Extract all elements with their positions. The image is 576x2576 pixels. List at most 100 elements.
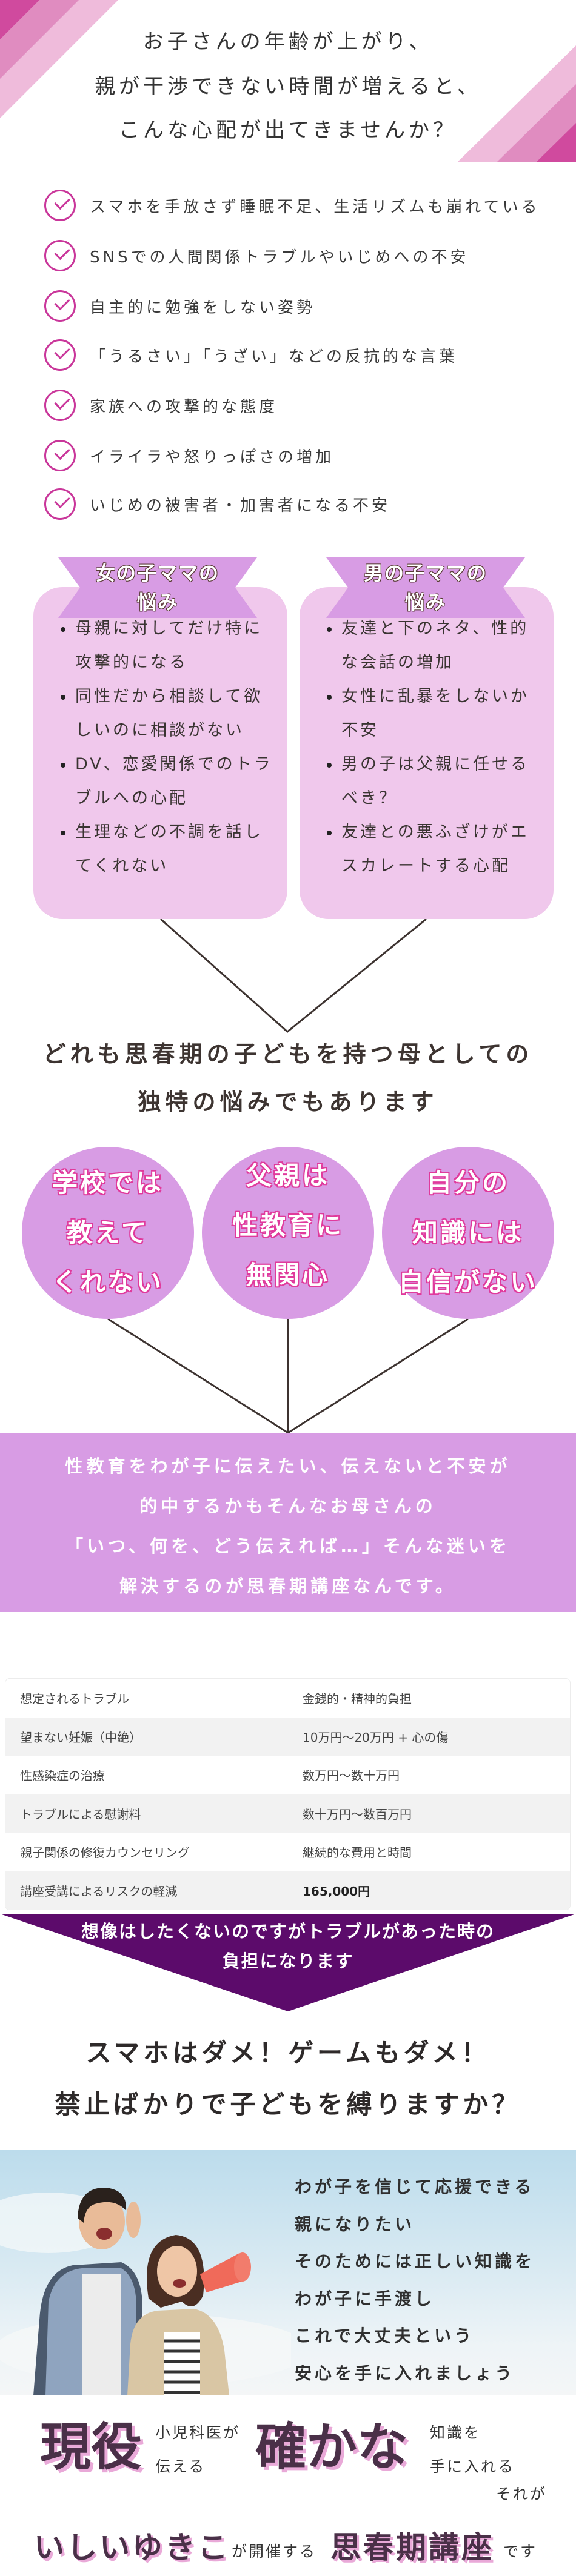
reason-bubble-school: 学校では 教えて くれない: [22, 1147, 194, 1319]
photo-line: わが子に手渡し: [295, 2288, 435, 2309]
boys-mom-ribbon: 男の子ママの 悩み: [326, 557, 525, 618]
solution-band: 性教育をわが子に伝えたい、伝えないと不安が 的中するかもそんなお母さんの 「いつ…: [0, 1433, 576, 1612]
checklist-item: 自主的に勉強をしない姿勢: [44, 290, 315, 322]
triangle-line: 負担になります: [222, 1951, 354, 1971]
reason-bubble-knowledge: 自分の 知識には 自信がない: [382, 1147, 554, 1319]
checklist-text: いじめの被害者・加害者になる不安: [90, 496, 391, 515]
table-row: 想定されるトラブル 金銭的・精神的負担: [5, 1679, 570, 1718]
bubble-text: 性教育に: [232, 1210, 344, 1240]
band-line: 的中するかもそんなお母さんの: [139, 1496, 437, 1516]
intro-line: こんな心配が出てきませんか？: [119, 118, 457, 142]
checklist-item: イライラや怒りっぽさの増加: [44, 440, 334, 471]
bubble-text: 無関心: [246, 1260, 330, 1290]
trouble-cell: 講座受講によるリスクの軽減: [20, 1884, 178, 1899]
worry-item: 女性に乱暴をしないか不安: [327, 680, 541, 748]
worry-item: 同性だから相談して欲しいのに相談がない: [61, 680, 275, 748]
checklist-item: 家族への攻撃的な態度: [44, 390, 278, 421]
cost-cell: 金銭的・精神的負担: [303, 1691, 412, 1707]
check-circle-icon: [44, 440, 76, 471]
trouble-cell: 想定されるトラブル: [20, 1691, 129, 1707]
worry-item: 友達との悪ふざけがエスカレートする心配: [327, 815, 541, 883]
hero-photo: わが子を信じて応援できる 親になりたい そのためには正しい知識を わが子に手渡し…: [0, 2150, 576, 2395]
tree-line-right: [287, 1318, 469, 1434]
photo-line: これで大丈夫という: [295, 2326, 475, 2346]
photo-line: そのためには正しい知識を: [295, 2251, 535, 2271]
emphasis-active: 現役: [40, 2417, 142, 2477]
girls-mom-worries-card: 母親に対してだけ特に攻撃的になる 同性だから相談して欲しいのに相談がない DV、…: [33, 587, 287, 919]
table-row: 望まない妊娠（中絶） 10万円〜20万円 + 心の傷: [5, 1717, 570, 1756]
headline-line: スマホはダメ！ゲームもダメ！: [85, 2038, 491, 2068]
photo-line: 親になりたい: [295, 2214, 415, 2234]
photo-line: 安心を手に入れましょう: [295, 2363, 515, 2383]
summary-line: 独特の悩みでもあります: [138, 1089, 438, 1115]
stripe-dark-left: [0, 0, 39, 39]
bubble-text: 知識には: [412, 1218, 524, 1247]
check-circle-icon: [44, 390, 76, 421]
down-arrow-triangle: [0, 1914, 576, 2011]
photo-message: わが子を信じて応援できる 親になりたい そのためには正しい知識を わが子に手渡し…: [295, 2168, 535, 2392]
ribbon-title: 悩み: [136, 591, 178, 614]
closing-small: 知識を: [430, 2424, 481, 2442]
trouble-cell: トラブルによる慰謝料: [20, 1807, 141, 1822]
check-circle-icon: [44, 190, 76, 221]
stripe-dark-right: [537, 123, 576, 162]
checklist-text: 自主的に勉強をしない姿勢: [90, 298, 316, 317]
headline-line: 禁止ばかりで子どもを縛りますか？: [55, 2090, 521, 2119]
ribbon-title: 悩み: [404, 591, 446, 614]
check-circle-icon: [44, 240, 76, 271]
table-row: 親子関係の修復カウンセリング継続的な費用と時間: [5, 1833, 570, 1871]
check-circle-icon: [44, 339, 76, 371]
worry-item: 男の子は父親に任せるべき？: [327, 748, 541, 815]
closing-small: です: [503, 2543, 538, 2560]
triangle-line: 想像はしたくないのですがトラブルがあった時の: [81, 1921, 495, 1942]
worry-item: 友達と下のネタ、性的な会話の増加: [327, 612, 541, 680]
cost-cell: 数十万円〜数百万円: [303, 1807, 412, 1822]
band-line: 性教育をわが子に伝えたい、伝えないと不安が: [65, 1456, 511, 1476]
tree-line-left: [107, 1318, 289, 1434]
check-circle-icon: [44, 290, 76, 322]
bubble-text: 自分の: [426, 1168, 510, 1198]
intro-line: 親が干渉できない時間が増えると、: [95, 75, 481, 99]
price-cell: 165,000円: [303, 1884, 370, 1899]
checklist-item: スマホを手放さず睡眠不足、生活リズムも崩れている: [44, 190, 540, 221]
bubble-text: 学校では: [52, 1168, 164, 1198]
instructor-name: いしいゆきこ: [34, 2530, 230, 2565]
ribbon-title: 男の子ママの: [363, 562, 487, 585]
course-name: 思春期講座: [330, 2530, 494, 2565]
connector-lines: [107, 918, 469, 1434]
cheering-parents-photo: [0, 2188, 291, 2395]
checklist-item: 「うるさい」「うざい」などの反抗的な言葉: [44, 339, 458, 371]
trouble-cell: 性感染症の治療: [20, 1768, 105, 1784]
closing-small: それが: [496, 2485, 548, 2503]
bubble-text: 教えて: [67, 1218, 149, 1247]
corner-stripes: [0, 0, 576, 162]
closing-small: 手に入れる: [430, 2458, 515, 2475]
megaphone-icon: [200, 2253, 246, 2292]
band-line: 解決するのが思春期講座なんです。: [119, 1576, 457, 1596]
v-connector: [160, 918, 427, 1033]
table-row: トラブルによる慰謝料 数十万円〜数百万円: [5, 1794, 570, 1833]
closing-small: 伝える: [155, 2458, 206, 2475]
table-row: 性感染症の治療数万円〜数十万円: [5, 1756, 570, 1794]
bubble-text: くれない: [52, 1267, 164, 1297]
checklist-text: SNSでの人間関係トラブルやいじめへの不安: [90, 248, 469, 267]
summary-line: どれも思春期の子どもを持つ母としての: [42, 1041, 534, 1067]
check-circle-icon: [44, 488, 76, 520]
boys-mom-worries-card: 友達と下のネタ、性的な会話の増加 女性に乱暴をしないか不安 男の子は父親に任せる…: [300, 587, 554, 919]
cost-cell: 10万円〜20万円 + 心の傷: [303, 1730, 449, 1745]
checklist-text: スマホを手放さず睡眠不足、生活リズムも崩れている: [90, 198, 540, 216]
checklist-text: 家族への攻撃的な態度: [90, 397, 278, 416]
worry-item: 生理などの不調を話してくれない: [61, 815, 275, 883]
cost-table: 想定されるトラブル 金銭的・精神的負担 望まない妊娠（中絶） 10万円〜20万円 +…: [5, 1678, 571, 1910]
bubble-text: 自信がない: [398, 1267, 538, 1297]
emphasis-reliable: 確かな: [255, 2417, 409, 2477]
ribbon-title: 女の子ママの: [95, 562, 219, 585]
band-line: 「いつ、何を、どう伝えれば…」そんな迷いを: [65, 1536, 511, 1556]
bubble-text: 父親は: [246, 1161, 330, 1190]
intro-line: お子さんの年齢が上がり、: [142, 30, 434, 54]
photo-line: わが子を信じて応援できる: [295, 2177, 535, 2197]
closing-small: 小児科医が: [155, 2424, 241, 2442]
checklist-text: 「うるさい」「うざい」などの反抗的な言葉: [90, 347, 458, 366]
closing-small: が開催する: [232, 2543, 317, 2560]
trouble-cell: 望まない妊娠（中絶）: [20, 1730, 141, 1745]
